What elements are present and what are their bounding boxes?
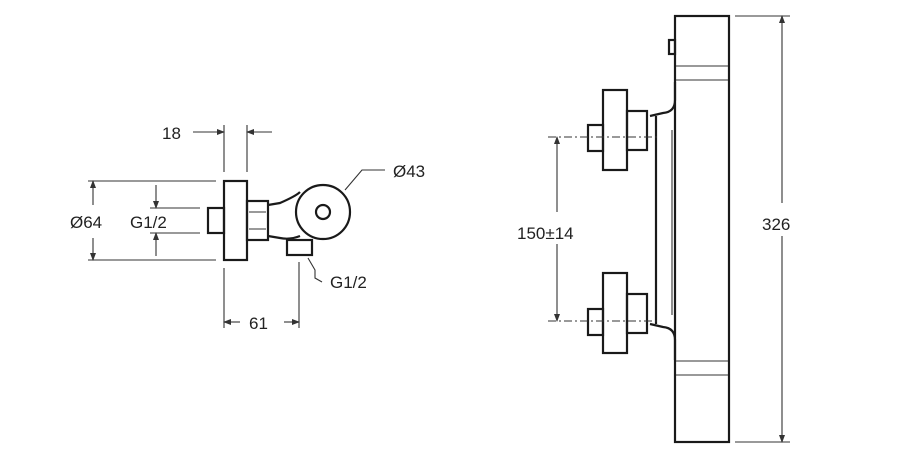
front-view: 150±14 326 xyxy=(517,14,790,444)
dim-total-height-label: 326 xyxy=(762,215,790,234)
wall-flange xyxy=(222,179,249,262)
dim-projection-label: 61 xyxy=(249,314,268,333)
side-button xyxy=(667,38,677,56)
lower-inlet-stub xyxy=(586,307,605,337)
dim-flange-diameter-label: Ø64 xyxy=(70,213,102,232)
body-neck xyxy=(267,191,301,240)
lower-flange xyxy=(601,271,629,355)
dim-18-label: 18 xyxy=(162,124,181,143)
wall-stub xyxy=(206,206,226,235)
dim-body-diameter-label: Ø43 xyxy=(393,162,425,181)
body-circle xyxy=(294,183,352,241)
thermostat-body xyxy=(673,14,731,444)
union-nut xyxy=(245,199,270,242)
side-view: 18 Ø64 G1/2 61 Ø43 G1/2 xyxy=(70,124,425,333)
body-center xyxy=(314,203,332,221)
leader-line xyxy=(344,169,385,191)
lower-connector xyxy=(649,322,677,360)
dim-inlet-spacing-label: 150±14 xyxy=(517,224,574,243)
upper-inlet-stub xyxy=(586,123,605,153)
leader-line xyxy=(307,257,323,283)
dim-outlet-thread-label: G1/2 xyxy=(330,273,367,292)
outlet-stub xyxy=(285,238,314,257)
lower-nut xyxy=(625,292,649,335)
upper-flange xyxy=(601,88,629,172)
upper-connector xyxy=(649,82,677,118)
dim-inlet-thread-label: G1/2 xyxy=(130,213,167,232)
upper-nut xyxy=(625,109,649,152)
